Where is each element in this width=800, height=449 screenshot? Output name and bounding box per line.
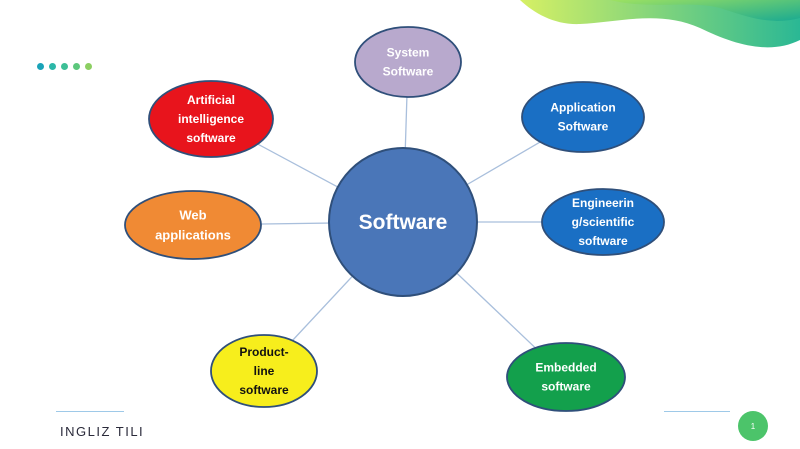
decorative-dot <box>85 63 92 70</box>
node-system-label: Software <box>383 65 434 79</box>
node-application-label: Application <box>550 101 615 115</box>
node-web-shape <box>124 190 262 260</box>
node-engineering-label: g/scientific <box>572 215 635 229</box>
center-node-label: Software <box>359 211 448 234</box>
decorative-dot <box>49 63 56 70</box>
node-product-line-label: software <box>239 383 289 397</box>
corner-wave-decoration <box>520 0 800 48</box>
node-embedded: Embedded software <box>506 342 626 412</box>
page-number: 1 <box>738 411 768 441</box>
node-ai-label: Artificial <box>187 93 235 107</box>
node-web: Web applications <box>124 190 262 260</box>
node-product-line: Product-line software <box>210 334 318 408</box>
node-ai-label: intelligence <box>178 112 244 126</box>
footer-divider-left <box>56 411 124 412</box>
node-product-line-label: Product- <box>239 345 288 359</box>
node-application-label: Software <box>558 120 609 134</box>
node-ai-shape <box>148 80 274 158</box>
node-system-shape <box>354 26 462 98</box>
node-engineering-label: Engineerin <box>572 196 634 210</box>
node-product-line-shape <box>210 334 318 408</box>
decorative-dot <box>37 63 44 70</box>
node-application-shape <box>521 81 645 153</box>
center-node: Software <box>328 147 478 297</box>
center-node-shape <box>328 147 478 297</box>
node-embedded-label: Embedded <box>535 361 596 375</box>
footer-title: INGLIZ TILI <box>60 424 145 439</box>
node-web-label: applications <box>155 228 231 243</box>
node-ai: Artificial intelligence software <box>148 80 274 158</box>
diagram-nodes: SystemSoftwareApplicationSoftwareEnginee… <box>124 26 665 412</box>
node-product-line-label: line <box>254 364 275 378</box>
node-embedded-label: software <box>541 380 591 394</box>
node-engineering: Engineerin g/scientific software <box>541 188 665 256</box>
node-ai-label: software <box>186 131 236 145</box>
node-engineering-shape <box>541 188 665 256</box>
decorative-dots <box>37 63 92 70</box>
node-engineering-label: software <box>578 234 628 248</box>
node-embedded-shape <box>506 342 626 412</box>
footer-divider-right <box>664 411 730 412</box>
decorative-dot <box>73 63 80 70</box>
node-system-label: System <box>387 46 430 60</box>
node-web-label: Web <box>179 208 206 223</box>
decorative-dot <box>61 63 68 70</box>
